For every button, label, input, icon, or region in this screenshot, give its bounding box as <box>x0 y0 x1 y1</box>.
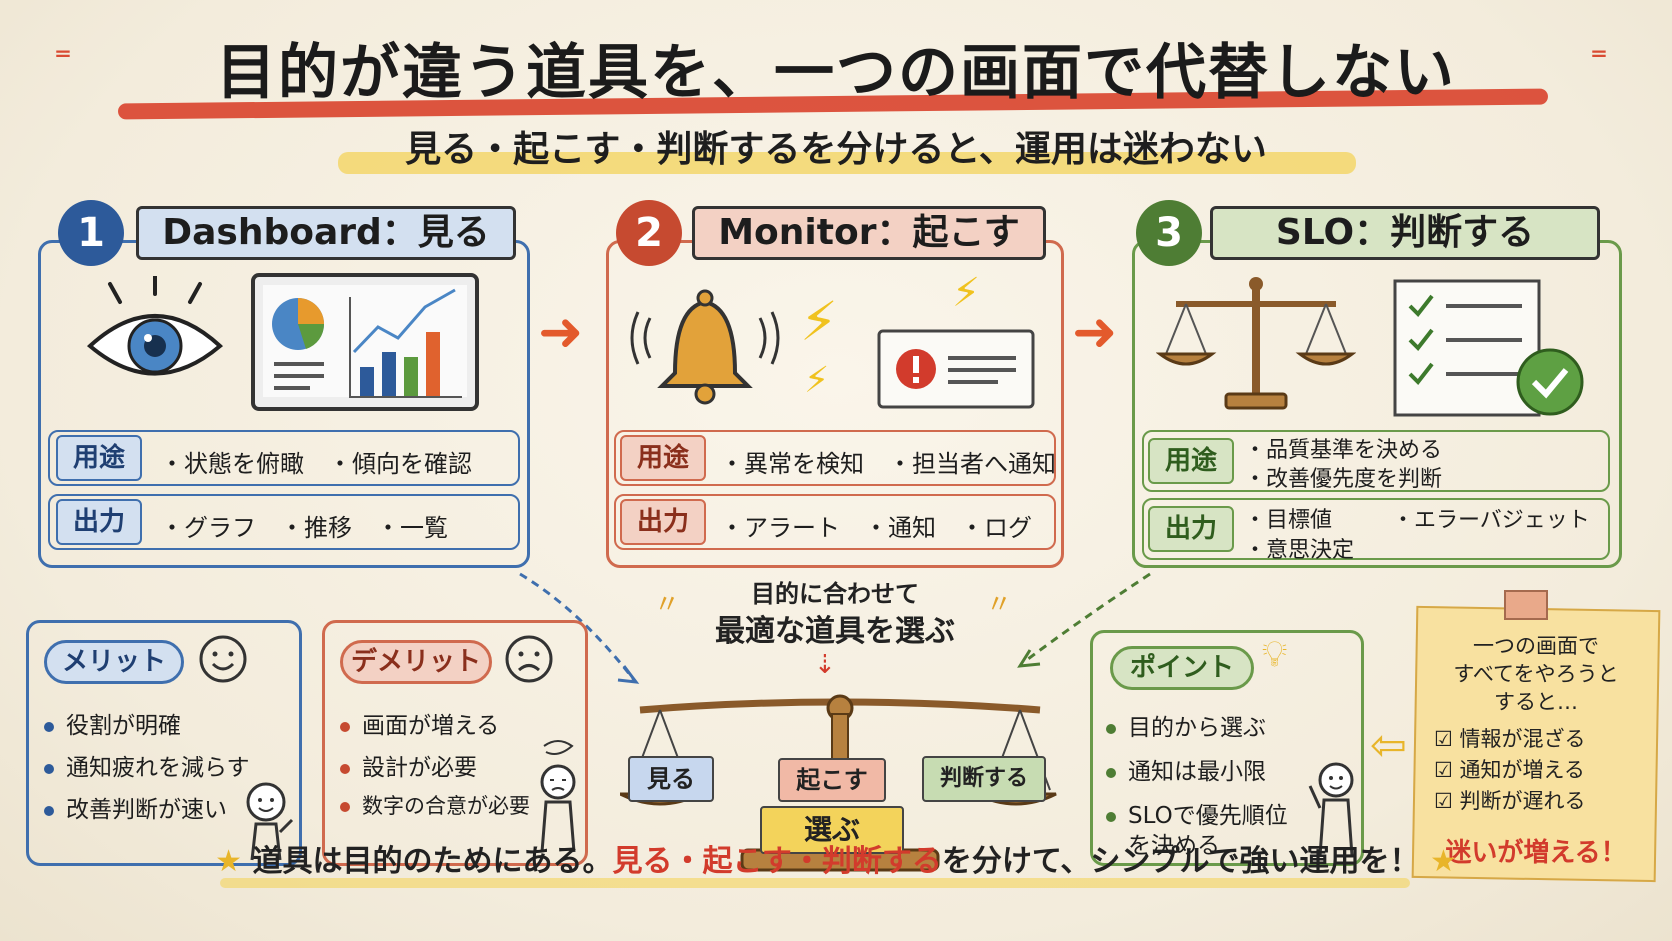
eye-icon <box>86 276 224 376</box>
monitor-output-text: ・アラート ・通知 ・ログ <box>720 514 1032 542</box>
footer-message: ★ 道具は目的のためにある。見る・起こす・判断するを分けて、シンプルで強い運用を… <box>0 836 1672 880</box>
lightning-icon: ⚡ <box>800 290 838 353</box>
slo-use-label: 用途 <box>1148 438 1234 484</box>
footer-part-2: 見る・起こす・判断する <box>612 844 942 879</box>
point-item-1: 目的から選ぶ <box>1106 708 1266 742</box>
monitor-header: Monitor：起こす <box>692 206 1046 260</box>
note-check-3: ☑ 判断が遅れる <box>1434 789 1586 813</box>
point-item-2: 通知は最小限 <box>1106 752 1266 786</box>
rays-right-icon: 〃 <box>986 590 1013 620</box>
note-check-1: ☑ 情報が混ざる <box>1434 727 1586 751</box>
note-check-2: ☑ 通知が増える <box>1434 758 1585 782</box>
page-title: 目的が違う道具を、一つの画面で代替しない <box>216 38 1456 108</box>
slo-output-label: 出力 <box>1148 506 1234 552</box>
slo-use-row <box>1142 430 1610 492</box>
arrow-right-2-icon: ➜ <box>1072 300 1118 363</box>
merit-card <box>26 620 302 866</box>
confused-figure-icon <box>540 740 576 853</box>
point-item-4: を決める <box>1128 833 1220 859</box>
dashboard-header: Dashboard：見る <box>136 206 516 260</box>
center-caption-2: 最適な道具を選ぶ <box>715 614 955 649</box>
sad-face-icon <box>505 635 553 683</box>
footer-highlight <box>220 878 1410 888</box>
slo-output-a: ・目標値 <box>1244 508 1333 533</box>
note-checklist: ☑ 情報が混ざる ☑ 通知が増える ☑ 判断が遅れる <box>1434 724 1586 817</box>
demerit-item-3: 数字の合意が必要 <box>340 790 530 820</box>
scale-middle-block: 起こす <box>778 758 886 802</box>
down-arrow-icon: ⇣ <box>814 650 836 680</box>
demerit-card <box>322 620 588 866</box>
alert-panel-icon <box>877 329 1035 409</box>
center-caption-1: 目的に合わせて <box>751 580 919 608</box>
demerit-item-1: 画面が増える <box>340 706 499 740</box>
point-label: ポイント <box>1110 646 1254 690</box>
dashboard-use-label: 用途 <box>56 435 142 481</box>
lightning-top-icon: ⚡ <box>952 270 981 316</box>
arrow-left-icon: ⇦ <box>1370 720 1407 771</box>
point-card <box>1090 630 1364 866</box>
slo-output-b: ・エラーバジェット <box>1392 508 1590 533</box>
scale-left-block: 見る <box>628 756 714 802</box>
merit-item-3: 改善判断が速い <box>44 790 227 824</box>
balance-scale-icon <box>1156 277 1356 410</box>
rays-left-icon: 〃 <box>654 590 681 620</box>
dashboard-use-text: ・状態を俯瞰 ・傾向を確認 <box>160 450 472 478</box>
monitor-output-row <box>614 494 1056 550</box>
checkbox-icon: ☑ <box>1434 727 1460 751</box>
slo-output-row <box>1142 498 1610 560</box>
merit-item-2: 通知疲れを減らす <box>44 748 250 782</box>
lightbulb-icon: 💡︎ <box>1262 634 1288 675</box>
note-warning: 迷いが増える！ <box>1445 838 1627 868</box>
slo-use-line2: ・改善優先度を判断 <box>1244 467 1443 492</box>
monitor-output-label: 出力 <box>620 499 706 545</box>
smile-icon <box>199 635 247 683</box>
step-number-1: 1 <box>58 200 124 266</box>
note-line-3: すると… <box>1494 690 1578 714</box>
star-right-icon: ★ <box>1419 844 1457 879</box>
step-number-3: 3 <box>1136 200 1202 266</box>
demerit-label: デメリット <box>340 640 492 684</box>
checkbox-icon: ☑ <box>1434 758 1460 782</box>
lightning-small-icon: ⚡ <box>804 360 830 401</box>
dashboard-use-row <box>48 430 520 486</box>
scale-base-block: 選ぶ <box>760 806 904 854</box>
bell-icon <box>630 289 780 405</box>
footer-part-3: を分けて、シンプルで強い運用を！ <box>941 844 1420 879</box>
idea-figure-icon <box>1308 762 1354 857</box>
step-number-2: 2 <box>616 200 682 266</box>
slo-use-line1: ・品質基準を決める <box>1244 438 1443 463</box>
monitor-use-text: ・異常を検知 ・担当者へ通知 <box>720 450 1056 478</box>
star-left-icon: ★ <box>215 844 253 879</box>
slo-header: SLO：判断する <box>1210 206 1600 260</box>
tape-icon <box>1504 590 1548 620</box>
dashboard-output-row <box>48 494 520 550</box>
subtitle-highlight <box>338 152 1356 174</box>
thumbs-up-figure-icon <box>246 782 294 861</box>
slo-output-c: ・意思決定 <box>1244 538 1355 563</box>
sparkle-right-icon: ⁼ <box>1590 40 1608 80</box>
point-item-3: SLOで優先順位 <box>1106 796 1288 830</box>
dashboard-output-label: 出力 <box>56 499 142 545</box>
arrow-right-icon: ➜ <box>538 300 584 363</box>
monitor-use-label: 用途 <box>620 435 706 481</box>
sparkle-left-icon: ⁼ <box>54 40 72 80</box>
note-line-1: 一つの画面で <box>1473 634 1599 658</box>
merit-label: メリット <box>44 640 184 684</box>
checkbox-icon: ☑ <box>1434 789 1460 813</box>
checklist-icon <box>1393 279 1584 417</box>
dashboard-output-text: ・グラフ ・推移 ・一覧 <box>160 514 448 542</box>
demerit-item-2: 設計が必要 <box>340 748 477 782</box>
page-subtitle: 見る・起こす・判断するを分けると、運用は迷わない <box>405 129 1267 170</box>
note-text: 一つの画面で すべてをやろうと すると… <box>1414 632 1658 716</box>
scale-right-block: 判断する <box>922 756 1046 802</box>
note-line-2: すべてをやろうと <box>1453 662 1619 686</box>
merit-item-1: 役割が明確 <box>44 706 181 740</box>
monitor-use-row <box>614 430 1056 486</box>
footer-part-1: 道具は目的のためにある。 <box>252 844 613 879</box>
dashboard-monitor-icon <box>251 273 479 411</box>
